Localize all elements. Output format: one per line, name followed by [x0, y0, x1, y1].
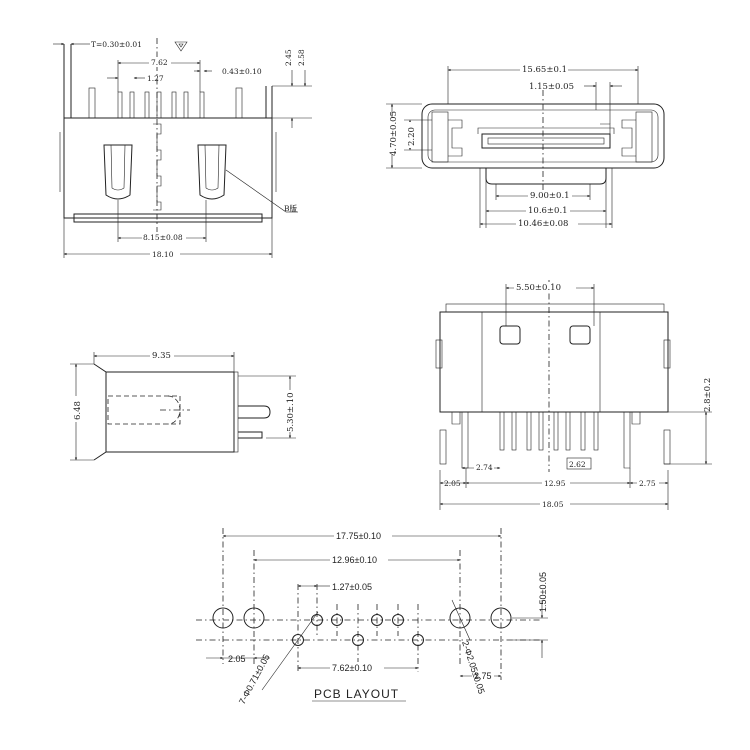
dim-thickness: T=0.30±0.01	[91, 40, 142, 49]
dim-1565: 15.65±0.1	[522, 65, 567, 75]
dim-115: 1.15±0.05	[529, 82, 574, 92]
mounting-holes	[212, 607, 512, 629]
dim-550: 5.50±0.10	[516, 283, 561, 293]
front-view: 5.50±0.10 2.8±0.2 2.74 2.62 2.05 12.95 2…	[435, 280, 713, 510]
top-pins	[117, 91, 205, 119]
dim-274: 2.74	[476, 463, 493, 472]
dim-043: 0.43±0.10	[222, 67, 262, 76]
dim-1810: 18.10	[152, 250, 174, 259]
pcb-dim-1296: 12.96±0.10	[332, 555, 377, 565]
pcb-layout-title: PCB LAYOUT	[314, 687, 399, 701]
dim-245: 2.45	[284, 49, 293, 66]
pcb-dim-150: 1.50±0.05	[538, 572, 548, 612]
pcb-dim-d205: 2-Φ2.05±0.05	[460, 640, 487, 696]
dim-1046: 10.46±0.08	[518, 219, 568, 229]
dim-205-front: 2.05	[444, 479, 461, 488]
dim-262: 2.62	[569, 460, 586, 469]
dim-220: 2.20	[407, 127, 417, 146]
pcb-dim-1775: 17.75±0.10	[336, 531, 381, 541]
dim-106: 10.6±0.1	[528, 206, 568, 216]
pcb-dim-127: 1.27±0.05	[332, 582, 372, 592]
pcb-dim-275: 2.75	[474, 671, 492, 681]
dim-762: 7.62	[151, 58, 168, 67]
dim-28: 2.8±0.2	[703, 378, 713, 412]
callout-b: B版	[284, 203, 298, 213]
dim-648: 6.48	[73, 401, 83, 420]
dim-1805: 18.05	[542, 500, 564, 509]
pcb-layout: 17.75±0.10 12.96±0.10 1.27±0.05 1.50±0.0…	[196, 528, 548, 706]
dim-935: 9.35	[152, 351, 171, 361]
dim-127: 1.27	[147, 74, 164, 83]
dim-275-front: 2.75	[639, 479, 656, 488]
top-left-view: T=0.30±0.01 7.62 1.27 0.43±0.10 2.45 2.5…	[53, 38, 312, 259]
side-view: 9.35 6.48 5.30±.10	[70, 350, 296, 461]
dim-815: 8.15±0.08	[143, 233, 183, 242]
pcb-dim-762: 7.62±0.10	[332, 663, 372, 673]
dim-900: 9.00±0.1	[530, 191, 570, 201]
top-right-view: 15.65±0.1 1.15±0.05 4.70±0.05 2.20 9.00±…	[386, 64, 665, 229]
pcb-dim-205: 2.05	[228, 654, 246, 664]
front-pins	[499, 411, 599, 451]
dim-258: 2.58	[297, 49, 306, 66]
dim-530: 5.30±.10	[286, 392, 296, 432]
dim-1295: 12.95	[544, 479, 566, 488]
dim-470: 4.70±0.05	[389, 111, 399, 156]
